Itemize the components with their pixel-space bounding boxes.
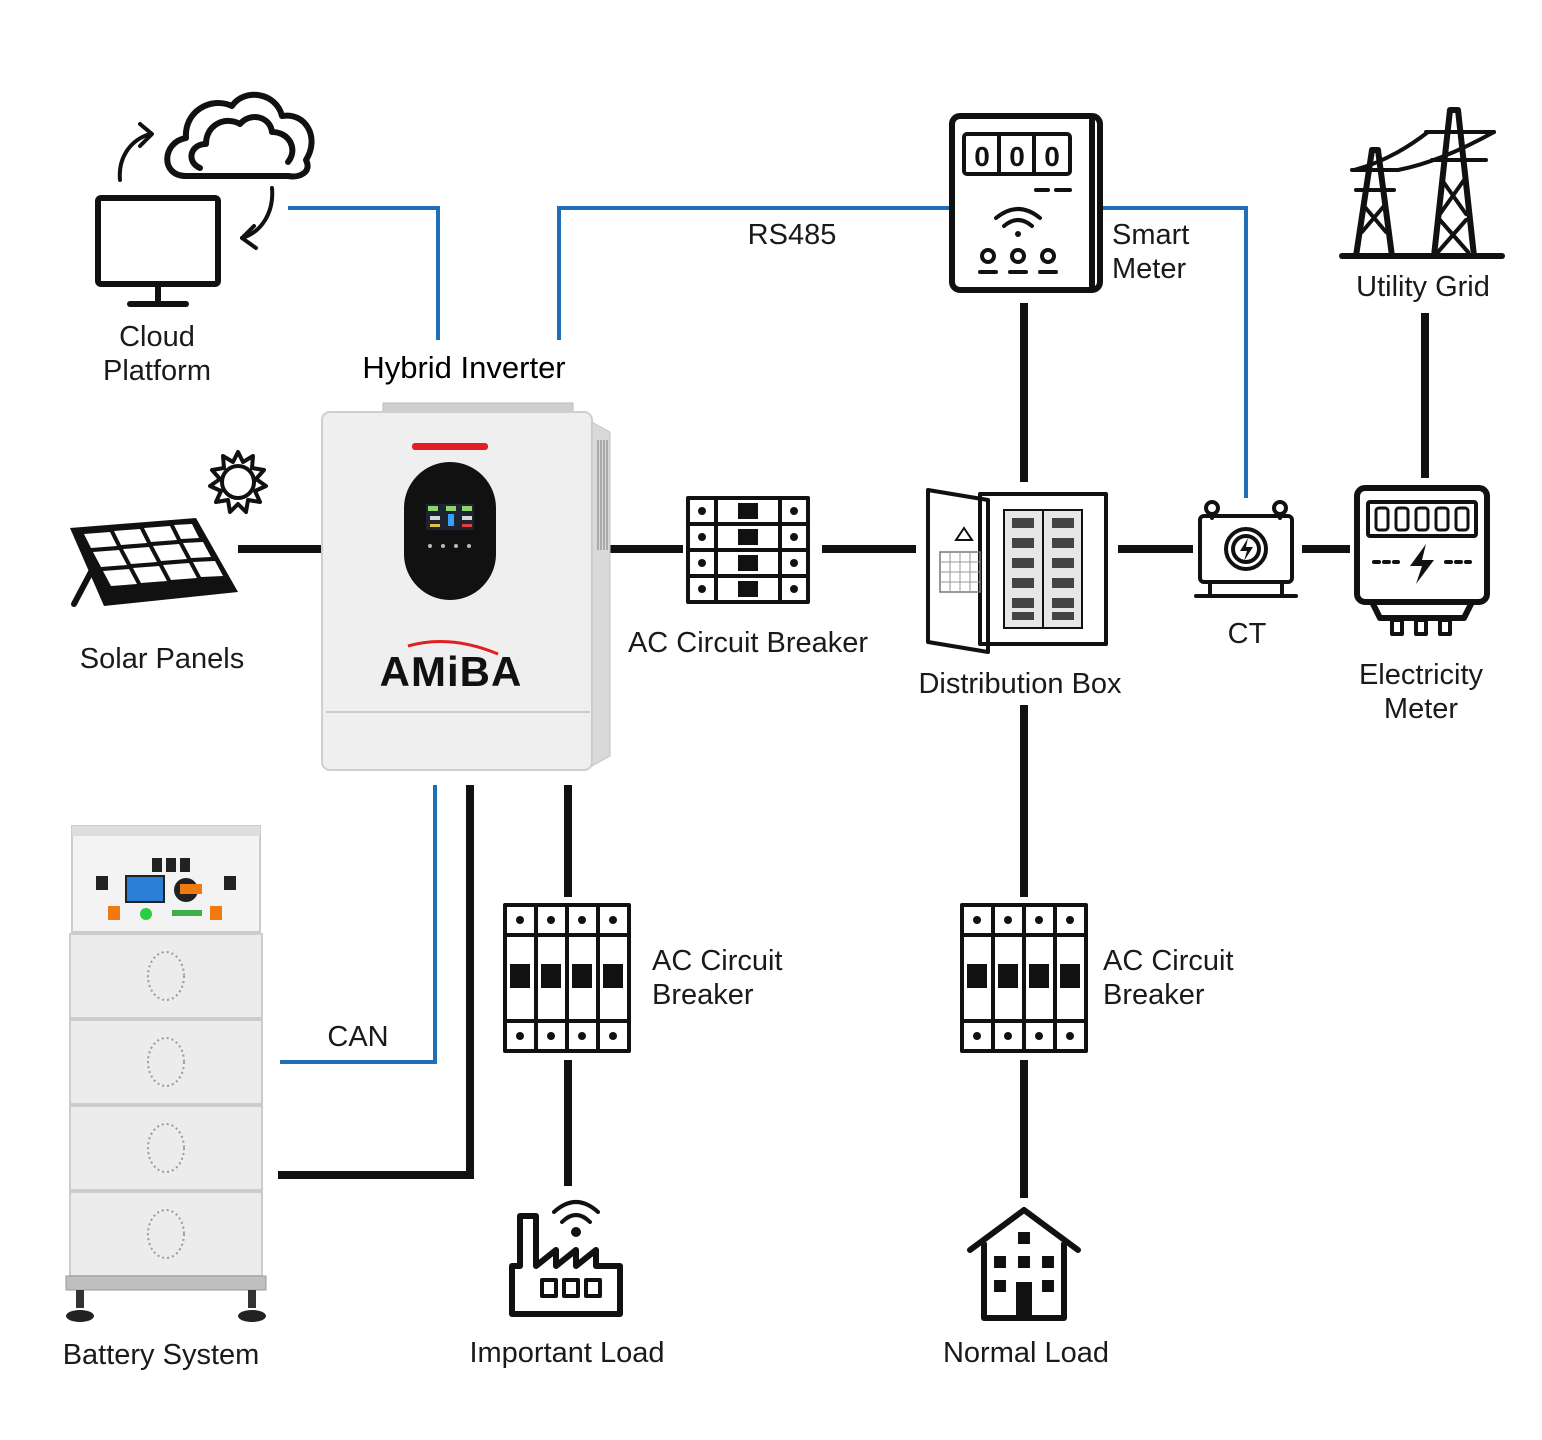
cloud-comm-line [288,206,440,340]
breaker-icon-left [503,903,631,1053]
sync-arrows-icon [117,122,275,250]
battery-power-line [278,785,474,1179]
smart-meter-label-2: Meter [1112,253,1186,285]
ct-icon [1194,500,1298,598]
factory-icon [509,1200,623,1317]
inverter-brand: AMiBA [380,648,523,695]
inverter-screen [426,504,474,548]
distribution-box-icon [926,488,1108,654]
electricity-meter-label-2: Meter [1384,693,1458,725]
hybrid-inverter-label: Hybrid Inverter [362,350,565,385]
house-icon [967,1207,1081,1321]
can-label: CAN [327,1021,388,1053]
ct-label: CT [1228,618,1267,650]
cloud-platform-label-2: Platform [103,355,211,387]
breaker-icon-top [686,496,810,604]
normal-load-label: Normal Load [943,1337,1109,1369]
ac-breaker-left-label-2: Breaker [652,979,754,1011]
battery-module [69,1105,263,1191]
utility-grid-label: Utility Grid [1356,271,1490,303]
electricity-meter-label: Electricity [1359,659,1484,691]
smart-meter-digit-2: 0 [1009,141,1025,172]
electricity-meter-icon [1354,485,1490,636]
ac-breaker-left-label: AC Circuit [652,945,783,977]
breaker-icon-right [960,903,1088,1053]
battery-module [69,1191,263,1277]
inverter-vent [597,440,608,550]
cloud-icon [164,91,315,180]
rs485-label: RS485 [748,219,837,251]
wifi-icon [552,1200,600,1237]
can-comm-line [280,785,437,1064]
solar-panels-label: Solar Panels [80,643,244,675]
ac-breaker-right-label-2: Breaker [1103,979,1205,1011]
smart-meter-icon: 0 0 0 [949,113,1103,293]
utility-grid-icon [1339,107,1505,259]
smart-meter-label: Smart [1112,219,1189,251]
inverter-accent-bar [412,443,488,450]
wifi-icon [994,207,1042,237]
solar-panel-icon [70,518,238,607]
sun-icon [208,450,268,514]
ct-comm-line [1103,206,1248,498]
battery-icon [65,825,267,1322]
ac-breaker-top-label: AC Circuit Breaker [628,627,868,659]
ac-breaker-right-label: AC Circuit [1103,945,1234,977]
hybrid-inverter: AMiBA [321,402,611,771]
rs485-comm-line [557,206,950,340]
smart-meter-digit-1: 0 [974,141,990,172]
battery-module [69,1019,263,1105]
important-load-label: Important Load [469,1337,664,1369]
battery-system-label: Battery System [63,1339,260,1371]
battery-module [69,933,263,1019]
cloud-platform-label: Cloud [119,321,195,353]
distribution-box-label: Distribution Box [918,668,1122,700]
smart-meter-digit-3: 0 [1044,141,1060,172]
monitor-icon [95,195,221,307]
inverter-display [404,462,496,600]
